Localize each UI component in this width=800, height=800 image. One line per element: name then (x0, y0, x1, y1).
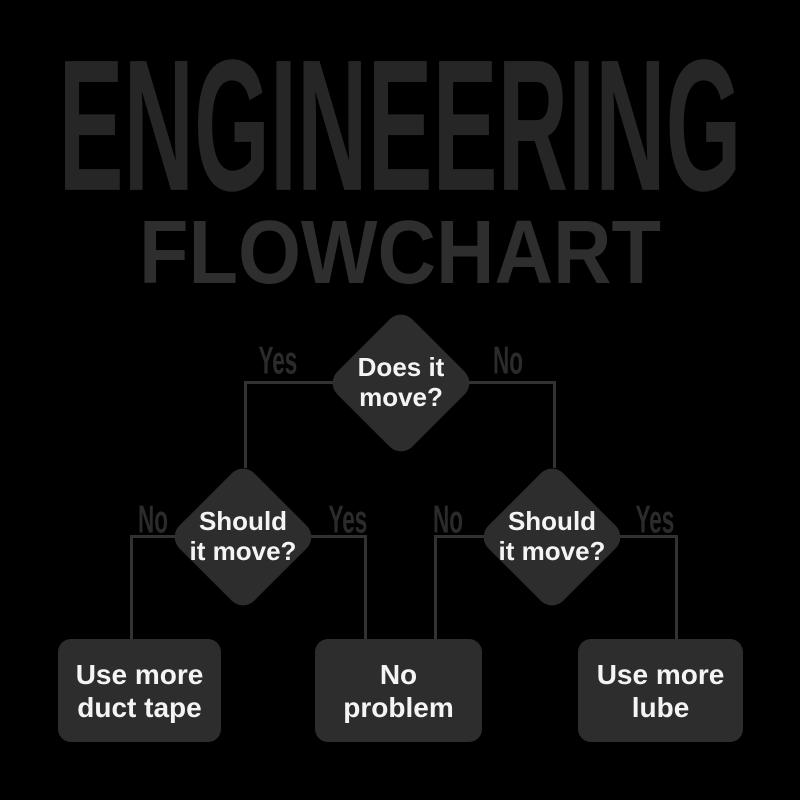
title-block: ENGINEERING FLOWCHART (58, 20, 741, 300)
title-engineering: ENGINEERING (58, 20, 741, 230)
edge-label-left-yes: Yes (313, 499, 383, 542)
connector-root-no-horizontal (401, 381, 556, 384)
connector-left-yes-vertical (364, 535, 367, 642)
decision-line-1: Should (507, 506, 597, 536)
edge-label-root-no: No (473, 340, 543, 383)
edge-label-text: No (493, 339, 523, 383)
connector-right-yes-vertical (675, 535, 678, 642)
edge-label-right-no: No (413, 499, 483, 542)
outcome-line-1: Use more (596, 658, 725, 690)
connector-right-no-vertical (434, 535, 437, 642)
edge-label-right-yes: Yes (620, 499, 690, 542)
outcome-line-2: duct tape (77, 691, 202, 723)
decision-line-2: move? (359, 382, 443, 412)
connector-root-yes-vertical (244, 381, 247, 468)
edge-label-text: Yes (328, 498, 368, 542)
edge-label-left-no: No (118, 499, 188, 542)
decision-does-it-move-label: Does it move? (326, 352, 476, 412)
outcome-line-2: problem (343, 691, 454, 723)
decision-line-2: it move? (498, 536, 606, 566)
connector-left-no-vertical (130, 535, 133, 642)
edge-label-text: No (138, 498, 168, 542)
edge-label-text: Yes (258, 339, 298, 383)
connector-root-no-vertical (553, 381, 556, 468)
edge-label-text: Yes (635, 498, 675, 542)
outcome-no-problem: No problem (315, 639, 482, 742)
outcome-use-more-duct-tape: Use more duct tape (58, 639, 221, 742)
outcome-line-1: Use more (75, 658, 204, 690)
outcome-use-more-lube: Use more lube (578, 639, 743, 742)
decision-line-1: Should (198, 506, 288, 536)
decision-line-2: it move? (189, 536, 297, 566)
decision-right-should-it-move-label: Should it move? (477, 506, 627, 566)
title-flowchart: FLOWCHART (139, 203, 661, 300)
edge-label-root-yes: Yes (243, 340, 313, 383)
decision-left-should-it-move-label: Should it move? (168, 506, 318, 566)
decision-line-1: Does it (357, 352, 445, 382)
edge-label-text: No (433, 498, 463, 542)
outcome-line-1: No (379, 658, 418, 690)
connector-root-yes-horizontal (244, 381, 401, 384)
outcome-line-2: lube (631, 691, 690, 723)
